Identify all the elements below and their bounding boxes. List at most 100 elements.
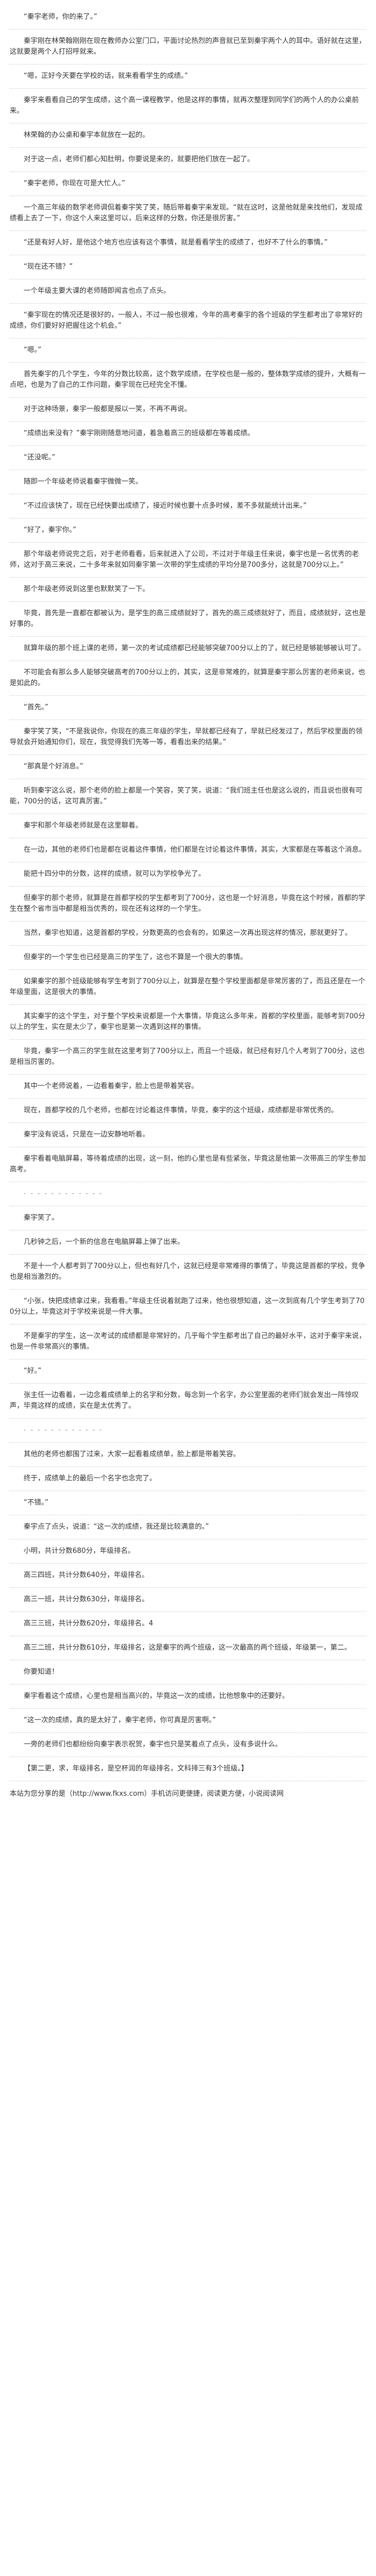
paragraph: 秦宇刚在林荣翰刚刚在现在教师办公室门口，平面讨论热烈的声音就已至到秦宇两个人的耳… bbox=[10, 30, 366, 64]
paragraph-text: - - - - - - - - - - - - bbox=[24, 1190, 103, 1198]
paragraph-text: 小明，共计分数680分，年级排名。 bbox=[24, 1547, 135, 1555]
paragraph-text: 高三三班，共计分数620分，年级排名。4 bbox=[24, 1620, 154, 1628]
paragraph: 高三三班，共计分数620分，年级排名。4 bbox=[10, 1612, 366, 1636]
paragraph-text: “还没呢。” bbox=[24, 454, 55, 462]
paragraph-text: 其实秦宇的这个学生，对于整个学校来说都是一个大事情，毕竟这么多年来，首都的学校里… bbox=[10, 1012, 365, 1031]
paragraph-text: “秦宇老师，你现在可是大忙人。” bbox=[24, 179, 125, 188]
paragraph-text: 不可能会有那么多人能够突破高考的700分以上的，其实，这是非常难的，就算是秦宇那… bbox=[10, 668, 365, 687]
paragraph: 其中一个老师说着，一边看着秦宇，脸上也是带着笑容。 bbox=[10, 1075, 366, 1099]
paragraph-text: 秦宇点了点头，说道：“这一次的成绩，我还是比较满意的。” bbox=[24, 1523, 209, 1531]
paragraph-text: 毕竟，秦宇一个高三的学生就在这里考到了700分以上，而且一个班级，就已经有好几个… bbox=[10, 1047, 365, 1066]
paragraph: 那个年级老师说到这里也默默笑了一下。 bbox=[10, 578, 366, 602]
paragraph-list: “秦宇老师，你的来了。” 秦宇刚在林荣翰刚刚在现在教师办公室门口，平面讨论热烈的声… bbox=[10, 5, 366, 1781]
paragraph-text: 对于这种场景，秦宇一般都是报以一笑，不再不再说。 bbox=[24, 405, 192, 413]
paragraph: 当然，秦宇也知道，这是首都的学校，分数更高的也会有的，如果这一次再出现这样的情况… bbox=[10, 922, 366, 946]
paragraph: 林荣翰的办公桌和秦宇本就放在一起的。 bbox=[10, 124, 366, 148]
paragraph: 秦宇笑了笑，“不是我说你，你现在的高三年级的学生，早就都已经有了，早就已经发过了… bbox=[10, 720, 366, 755]
paragraph-text: “还是有好人好，是他这个地方也应该有这个事情，就是看看学生的成绩了，也好不了什么… bbox=[24, 239, 328, 247]
paragraph: 一个年级主要大课的老师随即闻言也点了点头。 bbox=[10, 279, 366, 304]
paragraph: “不错。” bbox=[10, 1491, 366, 1515]
paragraph: 不可能会有那么多人能够突破高考的700分以上的，其实，这是非常难的，就算是秦宇那… bbox=[10, 661, 366, 696]
paragraph: “嗯。” bbox=[10, 339, 366, 363]
paragraph: 秦宇来看看自己的学生成绩，这个高一课程教学，他是这样的事情，就再次整理到同学们的… bbox=[10, 89, 366, 124]
paragraph-text: “那真是个好消息。” bbox=[24, 762, 83, 771]
paragraph: “秦宇老师，你的来了。” bbox=[10, 5, 366, 30]
paragraph: 高三二班，共计分数610分，年级排名，这是秦宇的两个班级，这一次最高的两个班级，… bbox=[10, 1636, 366, 1660]
paragraph-text: “现在还不错？” bbox=[24, 263, 73, 271]
paragraph-text: “小张，快把成绩拿过来，我看看。”年级主任说着就跑了过来，他也很想知道，这一次到… bbox=[10, 1297, 365, 1316]
paragraph: 【第二更，求，年级排名，是空杯润的年级排名，文科排三有3个班级。】 bbox=[10, 1757, 366, 1781]
paragraph: 但秦宇的那个老师，就算是在首都学校的学生都考到了700分，这也是一个好消息，毕竟… bbox=[10, 887, 366, 922]
paragraph: “那真是个好消息。” bbox=[10, 755, 366, 779]
paragraph-text: “好。” bbox=[24, 1367, 41, 1375]
paragraph-text: 当然，秦宇也知道，这是首都的学校，分数更高的也会有的，如果这一次再出现这样的情况… bbox=[24, 929, 352, 937]
paragraph-text: 在一边，其他的老师们也是都在说着这件事情，他们都是在讨论着这件事情，其实，大家都… bbox=[24, 846, 366, 854]
paragraph-text: 秦宇和那个年级老师就是在这里聊着。 bbox=[24, 822, 143, 830]
paragraph: “这一次的成绩，真的是太好了，秦宇老师，你可真是厉害啊。” bbox=[10, 1709, 366, 1733]
paragraph-text: “好了，秦宇你。” bbox=[24, 526, 76, 534]
paragraph: 随即一个年级老师说着秦宇微微一笑。 bbox=[10, 470, 366, 494]
paragraph: “小张，快把成绩拿过来，我看看。”年级主任说着就跑了过来，他也很想知道，这一次到… bbox=[10, 1290, 366, 1325]
paragraph: 一旁的老师们也都纷纷向秦宇表示祝贺，秦宇也只是笑着点了点头，没有多说什么。 bbox=[10, 1733, 366, 1757]
paragraph: 如果秦宇的那个班级能够有学生考到了700分以上，就算是在整个学校里面都是非常厉害… bbox=[10, 970, 366, 1005]
paragraph-text: 其中一个老师说着，一边看着秦宇，脸上也是带着笑容。 bbox=[24, 1082, 199, 1090]
paragraph: 一个高三年级的数学老师调侃着秦宇笑了笑，随后带着秦宇来发现。“就在这时，这是他就… bbox=[10, 196, 366, 231]
paragraph-text: 一个高三年级的数学老师调侃着秦宇笑了笑，随后带着秦宇来发现。“就在这时，这是他就… bbox=[10, 204, 363, 222]
paragraph-text: - - - - - - - - - - - - bbox=[24, 1426, 103, 1434]
paragraph-text: “嗯，正好今天要在学校的话，就来看看学生的成绩。” bbox=[24, 72, 188, 80]
paragraph: 秦宇看着电脑屏幕，等待着成绩的出现，这一刻，他的心里也是有些紧张，毕竟这是他第一… bbox=[10, 1147, 366, 1182]
paragraph-text: 但秦宇的那个老师，就算是在首都学校的学生都考到了700分，这也是一个好消息，毕竟… bbox=[10, 894, 365, 913]
paragraph: “成绩出来没有？”秦宇刚刚随意地问道，着急着高三的班级都在等着成绩。 bbox=[10, 422, 366, 446]
paragraph: 对于这种场景，秦宇一般都是报以一笑，不再不再说。 bbox=[10, 398, 366, 422]
paragraph: “好了，秦宇你。” bbox=[10, 519, 366, 543]
paragraph-text: 现在，首都学校的几个老师，也都在讨论着这件事情，毕竟，秦宇的这个班级，成绩都是非… bbox=[24, 1106, 338, 1114]
paragraph: 毕竟，首先是一直都在都被认为，是学生的高三成绩就好了，首先的高三成绩就好了，而且… bbox=[10, 602, 366, 637]
paragraph-text: 终于，成绩单上的最后一个名字也念完了。 bbox=[24, 1474, 157, 1483]
paragraph-text: 几秒钟之后，一个新的信息在电脑屏幕上弹了出来。 bbox=[24, 1238, 185, 1246]
paragraph: 现在，首都学校的几个老师，也都在讨论着这件事情，毕竟，秦宇的这个班级，成绩都是非… bbox=[10, 1099, 366, 1123]
paragraph: 不是十一个人都考到了700分以上，但也有好几个，这就已经是非常难得的事情了，毕竟… bbox=[10, 1255, 366, 1290]
paragraph-text: 就算年级的那个班上课的老师，第一次的考试成绩都已经能够突破700分以上的了，就已… bbox=[24, 644, 365, 652]
paragraph-text: 那个年级老师说完之后，对于老师看看，后来就进入了公司，不过对于年级主任来说，秦宇… bbox=[10, 550, 359, 569]
paragraph-text: “这一次的成绩，真的是太好了，秦宇老师，你可真是厉害啊。” bbox=[24, 1716, 216, 1724]
paragraph-text: 秦宇笑了笑，“不是我说你，你现在的高三年级的学生，早就都已经有了，早就已经发过了… bbox=[10, 728, 363, 746]
paragraph-text: 毕竟，首先是一直都在都被认为，是学生的高三成绩就好了，首先的高三成绩就好了，而且… bbox=[10, 609, 366, 628]
paragraph-text: 高三二班，共计分数610分，年级排名，这是秦宇的两个班级，这一次最高的两个班级，… bbox=[24, 1644, 351, 1652]
paragraph: 你要知道！ bbox=[10, 1660, 366, 1685]
paragraph-text: 秦宇看着电脑屏幕，等待着成绩的出现，这一刻，他的心里也是有些紧张，毕竟这是他第一… bbox=[10, 1155, 366, 1174]
paragraph-text: “不过应该快了，现在已经快要出成绩了，接近时候也要十点多时候，差不多就能统计出来… bbox=[24, 502, 307, 510]
paragraph-text: 听到秦宇这么说，那个老师的脸上都是一个笑容，笑了笑，说道：“我们班主任也是这么说… bbox=[10, 787, 363, 805]
paragraph: “好。” bbox=[10, 1359, 366, 1384]
paragraph-text: 随即一个年级老师说着秦宇微微一笑。 bbox=[24, 478, 143, 486]
paragraph: 毕竟，秦宇一个高三的学生就在这里考到了700分以上，而且一个班级，就已经有好几个… bbox=[10, 1040, 366, 1075]
paragraph: 在一边，其他的老师们也是都在说着这件事情，他们都是在讨论着这件事情，其实，大家都… bbox=[10, 838, 366, 862]
paragraph-text: 你要知道！ bbox=[24, 1668, 59, 1676]
paragraph: 就算年级的那个班上课的老师，第一次的考试成绩都已经能够突破700分以上的了，就已… bbox=[10, 637, 366, 661]
paragraph: - - - - - - - - - - - - bbox=[10, 1182, 366, 1206]
paragraph: 不是秦宇的学生，这一次考试的成绩都是非常好的，几乎每个学生都考出了自己的最好水平… bbox=[10, 1325, 366, 1359]
paragraph: 高三四班，共计分数640分，年级排名。 bbox=[10, 1564, 366, 1588]
paragraph-text: 秦宇刚在林荣翰刚刚在现在教师办公室门口，平面讨论热烈的声音就已至到秦宇两个人的耳… bbox=[10, 37, 366, 56]
paragraph: 终于，成绩单上的最后一个名字也念完了。 bbox=[10, 1467, 366, 1491]
paragraph: 但秦宇的一个学生也已经是高三的学生了，这也不算是一个很大的事情。 bbox=[10, 946, 366, 970]
paragraph-text: “不错。” bbox=[24, 1499, 48, 1507]
paragraph-text: 张主任一边看着，一边念着成绩单上的名字和分数，每念到一个名字，办公室里面的老师们… bbox=[10, 1391, 359, 1410]
paragraph-text: 首先秦宇的几个学生，今年的分数比较高，这个数学成绩，在学校也是一般的，整体数学成… bbox=[10, 370, 366, 389]
paragraph: 能把十四分中的分数，这样的成绩，就可以为学校争光了。 bbox=[10, 862, 366, 887]
paragraph: “秦宇老师，你现在可是大忙人。” bbox=[10, 172, 366, 196]
paragraph-text: “嗯。” bbox=[24, 346, 41, 354]
paragraph-text: 如果秦宇的那个班级能够有学生考到了700分以上，就算是在整个学校里面都是非常厉害… bbox=[10, 977, 365, 996]
paragraph: 秦宇和那个年级老师就是在这里聊着。 bbox=[10, 814, 366, 838]
paragraph: 秦宇没有说话，只是在一边安静地听着。 bbox=[10, 1123, 366, 1147]
paragraph-text: “秦宇老师，你的来了。” bbox=[24, 13, 97, 21]
paragraph: - - - - - - - - - - - - bbox=[10, 1419, 366, 1443]
paragraph-text: 但秦宇的一个学生也已经是高三的学生了，这也不算是一个很大的事情。 bbox=[24, 953, 248, 961]
paragraph: 那个年级老师说完之后，对于老师看看，后来就进入了公司，不过对于年级主任来说，秦宇… bbox=[10, 543, 366, 578]
paragraph-text: 秦宇没有说话，只是在一边安静地听着。 bbox=[24, 1131, 150, 1139]
paragraph: “嗯，正好今天要在学校的话，就来看看学生的成绩。” bbox=[10, 64, 366, 89]
paragraph-text: 高三一班，共计分数630分，年级排名。 bbox=[24, 1595, 149, 1603]
paragraph: 秦宇点了点头，说道：“这一次的成绩，我还是比较满意的。” bbox=[10, 1515, 366, 1539]
paragraph-text: 那个年级老师说到这里也默默笑了一下。 bbox=[24, 585, 150, 593]
paragraph-text: “首先。” bbox=[24, 703, 48, 711]
paragraph-text: 一旁的老师们也都纷纷向秦宇表示祝贺，秦宇也只是笑着点了点头，没有多说什么。 bbox=[24, 1740, 283, 1748]
